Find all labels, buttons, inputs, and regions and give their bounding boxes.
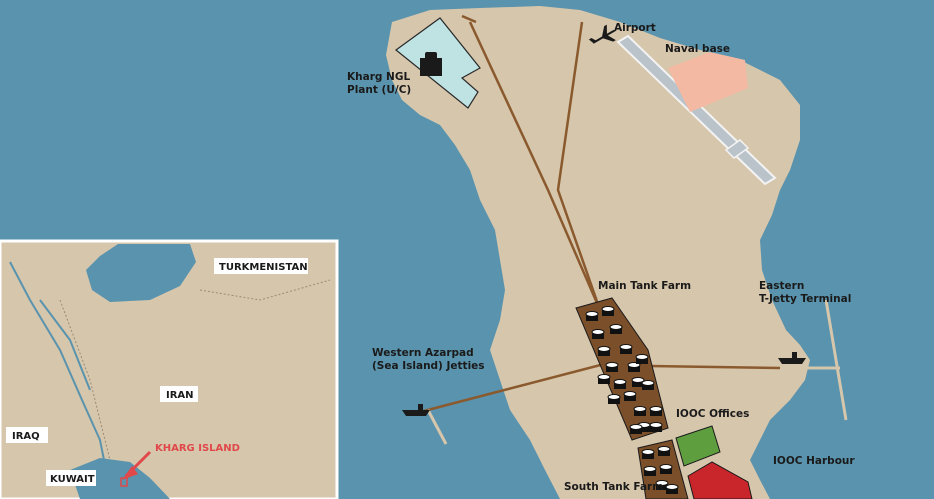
ship-icon (402, 404, 430, 416)
label-ngl-plant-line2: Plant (U/C) (347, 84, 411, 96)
inset-arrowhead (122, 466, 138, 480)
inset-caspian-sea (86, 244, 196, 302)
label-iooc-offices: IOOC Offices (676, 408, 749, 420)
oil-tank-icon (591, 329, 605, 339)
label-eastern-jetty-line2: T-Jetty Terminal (759, 293, 851, 305)
label-eastern-jetty-line1: Eastern (759, 280, 804, 292)
inset-label-box (214, 258, 308, 274)
label-south-tank-farm: South Tank Farm (564, 481, 663, 493)
oil-tank-icon (641, 449, 655, 459)
inset-label-iraq: IRAQ (12, 431, 40, 442)
eastern-jetty (780, 299, 848, 421)
south-tank-farm-tanks (641, 446, 679, 494)
label-main-tank-farm: Main Tank Farm (598, 280, 691, 292)
inset-label-iran: IRAN (166, 390, 194, 401)
label-airport: Airport (614, 22, 656, 34)
inset-label-box (160, 386, 198, 402)
label-ngl-plant-line1: Kharg NGL (347, 71, 410, 83)
oil-tank-icon (633, 406, 647, 416)
label-western-jetties-line1: Western Azarpad (372, 347, 474, 359)
oil-tank-icon (635, 354, 649, 364)
oil-tank-icon (643, 466, 657, 476)
oil-tank-icon (629, 424, 643, 434)
ship-icon (778, 352, 806, 364)
iooc-red-area (687, 461, 753, 499)
oil-tank-icon (649, 422, 663, 432)
western-bay (400, 320, 545, 499)
inset-persian-gulf (70, 458, 170, 499)
oil-tank-icon (641, 380, 655, 390)
oil-tank-icon (655, 480, 669, 490)
oil-tank-icon (619, 344, 633, 354)
main-tank-farm-tanks (585, 306, 663, 434)
oil-tank-icon (623, 391, 637, 401)
oil-tank-icon (613, 379, 627, 389)
oil-tank-icon (585, 311, 599, 321)
iooc-offices-area (675, 425, 721, 467)
oil-tank-icon (597, 346, 611, 356)
oil-tank-icon (631, 377, 645, 387)
inset-label-turkmenistan: TURKMENISTAN (219, 262, 308, 273)
kharg-island-land (386, 6, 810, 499)
oil-tank-icon (657, 446, 671, 456)
oil-tank-icon (609, 324, 623, 334)
inset-borders (59, 279, 331, 461)
label-iooc-harbour: IOOC Harbour (773, 455, 855, 467)
inset-label-kharg-island: KHARG ISLAND (155, 443, 240, 454)
airport-runway (616, 34, 777, 186)
oil-tank-icon (665, 484, 679, 494)
airplane-icon (588, 24, 617, 44)
oil-tank-icon (649, 406, 663, 416)
label-naval-base: Naval base (665, 43, 730, 55)
oil-tank-icon (605, 362, 619, 372)
pipelines (419, 14, 781, 414)
oil-tank-icon (607, 394, 621, 404)
inset-label-box (46, 470, 96, 486)
inset-locator-map: TURKMENISTAN IRAN IRAQ KUWAIT KHARG ISLA… (0, 239, 339, 499)
eastern-inlet (792, 255, 840, 345)
oil-tank-icon (659, 464, 673, 474)
naval-base-area (668, 52, 748, 112)
inset-label-box (6, 427, 48, 443)
oil-tank-icon (601, 306, 615, 316)
oil-tank-icon (597, 374, 611, 384)
label-western-jetties-line2: (Sea Island) Jetties (372, 360, 485, 372)
inset-rivers (9, 261, 105, 461)
plant-icon (420, 52, 442, 76)
inset-label-kuwait: KUWAIT (50, 474, 95, 485)
